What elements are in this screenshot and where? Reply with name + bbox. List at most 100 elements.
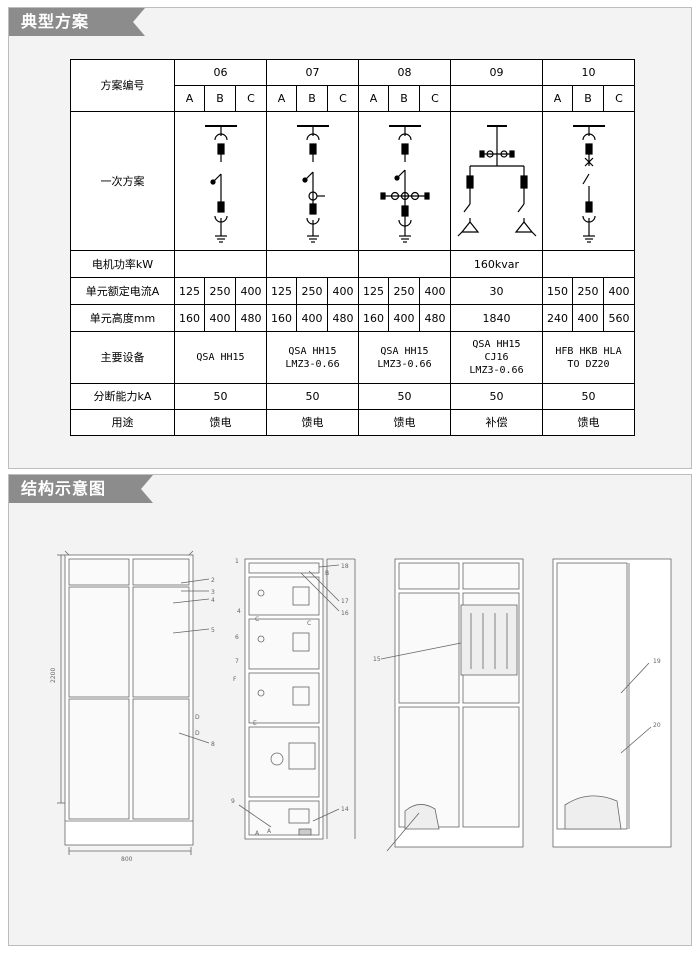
label-a1: A <box>255 830 260 837</box>
callout-2: 2 <box>211 577 215 584</box>
callout-3: 3 <box>211 589 215 596</box>
breaking-capacity-header: 分断能力kA <box>70 383 175 410</box>
rated-current-header: 单元额定电流A <box>70 277 175 305</box>
equipment-09: QSA HH15 CJ16 LMZ3-0.66 <box>450 331 543 384</box>
equipment-08: QSA HH15 LMZ3-0.66 <box>358 331 451 384</box>
callout-4a: 4 <box>211 597 215 604</box>
equipment-06-line1: QSA HH15 <box>196 352 245 363</box>
current-10-c: 400 <box>603 277 635 305</box>
equipment-10: HFB HKB HLA TO DZ20 <box>542 331 635 384</box>
current-07-a: 125 <box>266 277 297 305</box>
equipment-10-line1: HFB HKB HLA <box>555 345 622 357</box>
callout-5: 5 <box>211 627 215 634</box>
diagram-08 <box>358 111 451 251</box>
callout-4: 4 <box>237 608 241 615</box>
callout-15: 15 <box>373 656 381 663</box>
usage-06: 馈电 <box>174 409 267 436</box>
breaking-08: 50 <box>358 383 451 410</box>
equipment-07-line2: LMZ3-0.66 <box>285 358 340 370</box>
schemes-table: 方案编号 06 07 08 09 10 A B C A B C A B C A … <box>70 59 635 436</box>
current-07-c: 400 <box>327 277 359 305</box>
usage-09: 补偿 <box>450 409 543 436</box>
single-line-diagram-07-icon <box>296 124 329 243</box>
sub-06-a: A <box>174 85 205 112</box>
callout-1: 1 <box>235 558 239 565</box>
height-08-b: 400 <box>388 304 420 332</box>
current-10-b: 250 <box>572 277 604 305</box>
current-06-a: 125 <box>174 277 205 305</box>
height-06-a: 160 <box>174 304 205 332</box>
callout-8: 8 <box>211 741 215 748</box>
structure-diagram-panel: 结构示意图 2200 800 <box>8 474 692 946</box>
primary-scheme-header: 一次方案 <box>70 111 175 251</box>
equipment-06: QSA HH15 <box>174 331 267 384</box>
equipment-08-line2: LMZ3-0.66 <box>377 358 432 370</box>
callout-18: 18 <box>341 563 349 570</box>
current-06-b: 250 <box>204 277 236 305</box>
sub-09-empty <box>450 85 543 112</box>
usage-header: 用途 <box>70 409 175 436</box>
sub-07-c: C <box>327 85 359 112</box>
label-c2: C <box>307 620 311 627</box>
current-08-a: 125 <box>358 277 389 305</box>
sub-07-a: A <box>266 85 297 112</box>
diagram-06 <box>174 111 267 251</box>
callout-9: 9 <box>231 798 235 805</box>
scheme-no-06: 06 <box>174 59 267 86</box>
equipment-07-line1: QSA HH15 <box>288 345 337 357</box>
label-d2: D <box>195 730 200 737</box>
single-line-diagram-08-icon <box>379 124 430 243</box>
cabinet-rear-view: 15 <box>373 558 524 852</box>
height-06-b: 400 <box>204 304 236 332</box>
callout-14: 14 <box>341 806 349 813</box>
diagram-07 <box>266 111 359 251</box>
motor-power-09: 160kvar <box>450 250 543 278</box>
diagram-10 <box>542 111 635 251</box>
motor-power-header: 电机功率kW <box>70 250 175 278</box>
single-line-diagram-10-icon <box>572 124 605 243</box>
current-09: 30 <box>450 277 543 305</box>
label-d1: D <box>195 714 200 721</box>
equipment-09-line3: LMZ3-0.66 <box>469 365 524 376</box>
cabinet-side-view: 19 20 <box>552 558 672 848</box>
scheme-no-header: 方案编号 <box>70 59 175 112</box>
label-a2: A <box>267 828 272 835</box>
callout-7: 7 <box>235 658 239 665</box>
label-e: E <box>253 720 257 727</box>
typical-schemes-panel: 典型方案 方案编号 06 07 08 09 10 A B C A B C A B <box>8 7 692 469</box>
height-07-b: 400 <box>296 304 328 332</box>
width-dim-label: 800 <box>121 856 133 863</box>
callout-19: 19 <box>653 658 661 665</box>
usage-07: 馈电 <box>266 409 359 436</box>
sub-10-c: C <box>603 85 635 112</box>
current-08-c: 400 <box>419 277 451 305</box>
label-f: F <box>233 676 237 683</box>
current-06-c: 400 <box>235 277 267 305</box>
height-06-c: 480 <box>235 304 267 332</box>
label-c1: C <box>255 616 259 623</box>
usage-10: 馈电 <box>542 409 635 436</box>
single-line-diagram-09-icon <box>457 124 536 236</box>
height-10-c: 560 <box>603 304 635 332</box>
motor-power-07 <box>266 250 359 278</box>
height-08-a: 160 <box>358 304 389 332</box>
callout-6: 6 <box>235 634 239 641</box>
callout-16: 16 <box>341 610 349 617</box>
scheme-no-08: 08 <box>358 59 451 86</box>
diagram-09 <box>450 111 543 251</box>
motor-power-10 <box>542 250 635 278</box>
cabinet-drawer-view: 1 4 6 7 9 C C E F A A 18 17 16 14 B <box>231 558 356 840</box>
callout-20: 20 <box>653 722 661 729</box>
current-08-b: 250 <box>388 277 420 305</box>
sub-06-b: B <box>204 85 236 112</box>
usage-08: 馈电 <box>358 409 451 436</box>
sub-08-a: A <box>358 85 389 112</box>
breaking-07: 50 <box>266 383 359 410</box>
height-08-c: 480 <box>419 304 451 332</box>
single-line-diagram-06-icon <box>204 124 237 243</box>
sub-07-b: B <box>296 85 328 112</box>
cabinet-structure-drawing: 2200 800 2 3 <box>50 550 672 863</box>
equipment-08-line1: QSA HH15 <box>380 345 429 357</box>
scheme-no-07: 07 <box>266 59 359 86</box>
equipment-09-line2: CJ16 <box>484 352 509 363</box>
